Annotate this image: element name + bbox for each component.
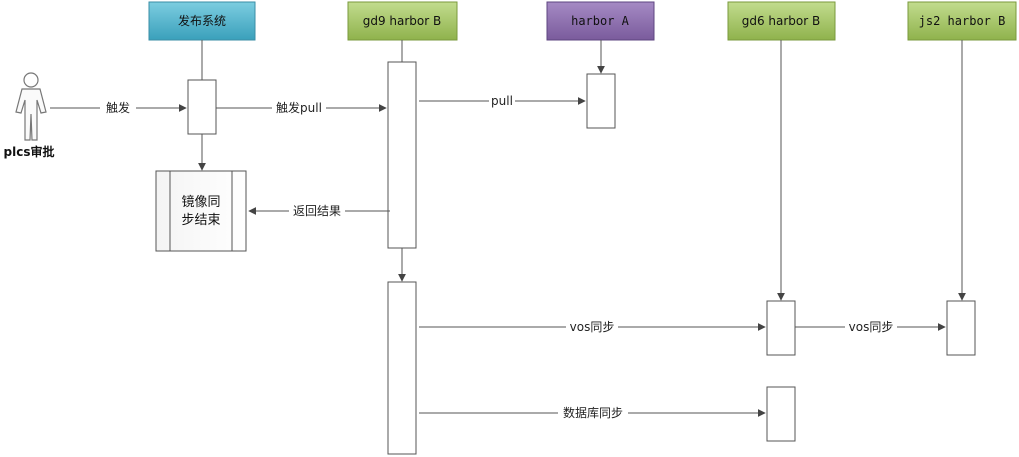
- participant-js2-label: js2 harbor B: [919, 14, 1006, 28]
- activation-gd6-2: [766, 386, 796, 442]
- participant-gd9-label: gd9 harbor B: [363, 14, 442, 28]
- msg-trigger-pull-label: 触发pull: [276, 100, 322, 115]
- msg-trigger-label: 触发: [106, 100, 130, 115]
- actor-user-icon: [15, 72, 47, 141]
- end-box-line1: 镜像同: [181, 195, 220, 210]
- activation-harbor-a: [586, 73, 616, 129]
- activation-js2: [946, 300, 976, 356]
- participant-gd9: gd9 harbor B: [347, 1, 458, 41]
- end-box-line2: 步结束: [181, 213, 220, 228]
- participant-gd6-label: gd6 harbor B: [742, 14, 821, 28]
- activation-gd6-1: [766, 300, 796, 356]
- msg-pull-label: pull: [491, 94, 513, 108]
- participant-publish: 发布系统: [148, 1, 256, 41]
- participant-harbor-a-label: harbor A: [571, 14, 630, 28]
- activation-publish: [187, 79, 217, 135]
- participant-harbor-a: harbor A: [546, 1, 655, 41]
- msg-db-sync-label: 数据库同步: [563, 405, 623, 420]
- participant-gd6: gd6 harbor B: [727, 1, 836, 41]
- end-box: 镜像同 步结束: [155, 170, 247, 252]
- participant-js2: js2 harbor B: [907, 1, 1017, 41]
- msg-return-label: 返回结果: [293, 204, 341, 218]
- msg-vos-sync-2-label: vos同步: [849, 320, 894, 334]
- msg-vos-sync-1-label: vos同步: [570, 320, 615, 334]
- participant-publish-label: 发布系统: [178, 13, 226, 28]
- activation-gd9-1: [387, 61, 417, 249]
- actor-label: plcs审批: [4, 144, 55, 159]
- activation-gd9-2: [387, 281, 417, 455]
